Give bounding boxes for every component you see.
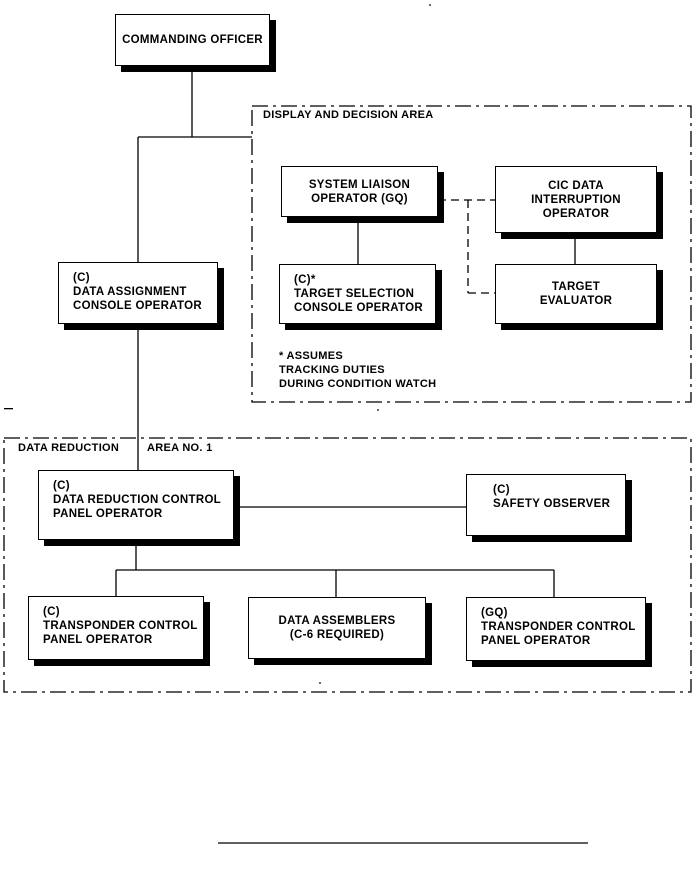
display-decision-boundary xyxy=(251,105,692,403)
data-reduction-boundary xyxy=(3,437,692,693)
data-assemblers-box: DATA ASSEMBLERS (C-6 REQUIRED) xyxy=(248,597,426,659)
target-selection-box: (C)* TARGET SELECTION CONSOLE OPERATOR xyxy=(279,264,436,324)
data-assignment-box: (C) DATA ASSIGNMENT CONSOLE OPERATOR xyxy=(58,262,218,324)
transponder-gq-box: (GQ) TRANSPONDER CONTROL PANEL OPERATOR xyxy=(466,597,646,661)
data-reduction-control-box: (C) DATA REDUCTION CONTROL PANEL OPERATO… xyxy=(38,470,234,540)
system-liaison-box: SYSTEM LIAISON OPERATOR (GQ) xyxy=(281,166,438,217)
transponder-c-label: (C) TRANSPONDER CONTROL PANEL OPERATOR xyxy=(43,606,198,646)
data-assemblers-label: DATA ASSEMBLERS (C-6 REQUIRED) xyxy=(278,615,396,641)
data-reduction-control-label: (C) DATA REDUCTION CONTROL PANEL OPERATO… xyxy=(53,480,222,520)
safety-observer-box: (C) SAFETY OBSERVER xyxy=(466,474,626,536)
data-reduction-area-label: DATA REDUCTION xyxy=(15,442,123,455)
system-liaison-label: SYSTEM LIAISON OPERATOR (GQ) xyxy=(308,178,411,205)
display-decision-area-label: DISPLAY AND DECISION AREA xyxy=(260,109,437,122)
area-number-label: AREA NO. 1 xyxy=(144,442,216,455)
commanding-officer-label: COMMANDING OFFICER xyxy=(122,34,263,46)
footnote: * ASSUMES TRACKING DUTIES DURING CONDITI… xyxy=(279,350,437,390)
safety-observer-label: (C) SAFETY OBSERVER xyxy=(493,484,611,510)
target-evaluator-box: TARGET EVALUATOR xyxy=(495,264,657,324)
target-evaluator-label: TARGET EVALUATOR xyxy=(539,281,613,307)
data-assignment-label: (C) DATA ASSIGNMENT CONSOLE OPERATOR xyxy=(73,272,202,312)
transponder-c-box: (C) TRANSPONDER CONTROL PANEL OPERATOR xyxy=(28,596,204,660)
cic-data-label: CIC DATA INTERRUPTION OPERATOR xyxy=(531,179,621,220)
transponder-gq-label: (GQ) TRANSPONDER CONTROL PANEL OPERATOR xyxy=(481,607,636,647)
commanding-officer-box: COMMANDING OFFICER xyxy=(115,14,270,66)
cic-data-box: CIC DATA INTERRUPTION OPERATOR xyxy=(495,166,657,233)
target-selection-label: (C)* TARGET SELECTION CONSOLE OPERATOR xyxy=(294,274,423,314)
